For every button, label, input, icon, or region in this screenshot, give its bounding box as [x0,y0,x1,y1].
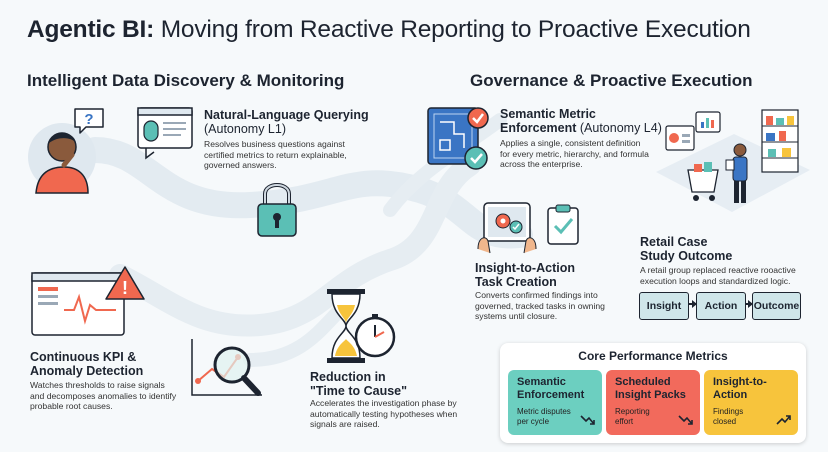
laptop-mic-icon [137,107,193,160]
clipboard-check-icon [547,204,579,245]
metric-card-desc: Metric disputes per cycle [517,407,571,426]
metric-card-semantic: Semantic Enforcement Metric disputes per… [508,370,602,435]
metric-card-title: Semantic Enforcement [517,376,585,401]
metric-card-insight-to-action: Insight-to-Action Findings closed [704,370,798,435]
insight-action-description: Converts confirmed findings into governe… [475,290,605,322]
svg-text:!: ! [122,278,128,298]
trend-down-icon [678,415,693,425]
left-section-heading: Intelligent Data Discovery & Monitoring [27,71,345,90]
trend-down-icon [580,415,595,425]
metrics-panel: Core Performance Metrics Semantic Enforc… [500,343,806,443]
flow-step-outcome: Outcome [752,292,801,320]
flow-step-insight: Insight [639,292,689,320]
metric-card-title: Scheduled Insight Packs [615,376,686,401]
metrics-panel-title: Core Performance Metrics [578,349,728,363]
semantic-title: Semantic Metric Enforcement (Autonomy L4… [500,107,662,135]
nlq-title: Natural-Language Querying (Autonomy L1) [204,108,369,136]
padlock-icon [257,183,297,237]
blueprint-check-icon [427,107,489,170]
kpi-title: Continuous KPI & Anomaly Detection [30,350,144,378]
kpi-description: Watches thresholds to raise signals and … [30,380,177,412]
hourglass-stopwatch-icon [327,289,396,363]
magnifier-chart-icon [191,339,262,396]
person-thinking-icon [28,123,96,194]
right-section-heading: Governance & Proactive Execution [470,71,753,90]
page-title: Agentic BI: Moving from Reactive Reporti… [27,16,751,43]
retail-title: Retail Case Study Outcome [640,235,733,263]
shopping-store-icon [656,109,810,212]
alert-monitor-icon: ! [31,266,145,336]
flow-arrow [689,300,697,308]
metric-card-insight-packs: Scheduled Insight Packs Reporting effort [606,370,700,435]
metric-card-title: Insight-to-Action [713,376,767,401]
flow-arrow [746,300,753,308]
svg-text:?: ? [84,111,93,128]
trend-up-icon [776,415,791,425]
tablet-gear-icon [477,202,537,254]
time-to-cause-title: Reduction in "Time to Cause" [310,370,408,398]
question-bubble-icon: ? [74,108,104,134]
metric-card-desc: Findings closed [713,407,744,426]
insight-action-title: Insight-to-Action Task Creation [475,261,575,289]
nlq-description: Resolves business questions against cert… [204,139,347,171]
retail-description: A retail group replaced reactive rooacti… [640,265,796,286]
retail-flow: Insight Action Outcome [639,292,804,320]
time-to-cause-description: Accelerates the investigation phase by a… [310,398,458,430]
semantic-description: Applies a single, consistent definition … [500,138,649,170]
flow-step-action: Action [696,292,746,320]
metric-card-desc: Reporting effort [615,407,650,426]
